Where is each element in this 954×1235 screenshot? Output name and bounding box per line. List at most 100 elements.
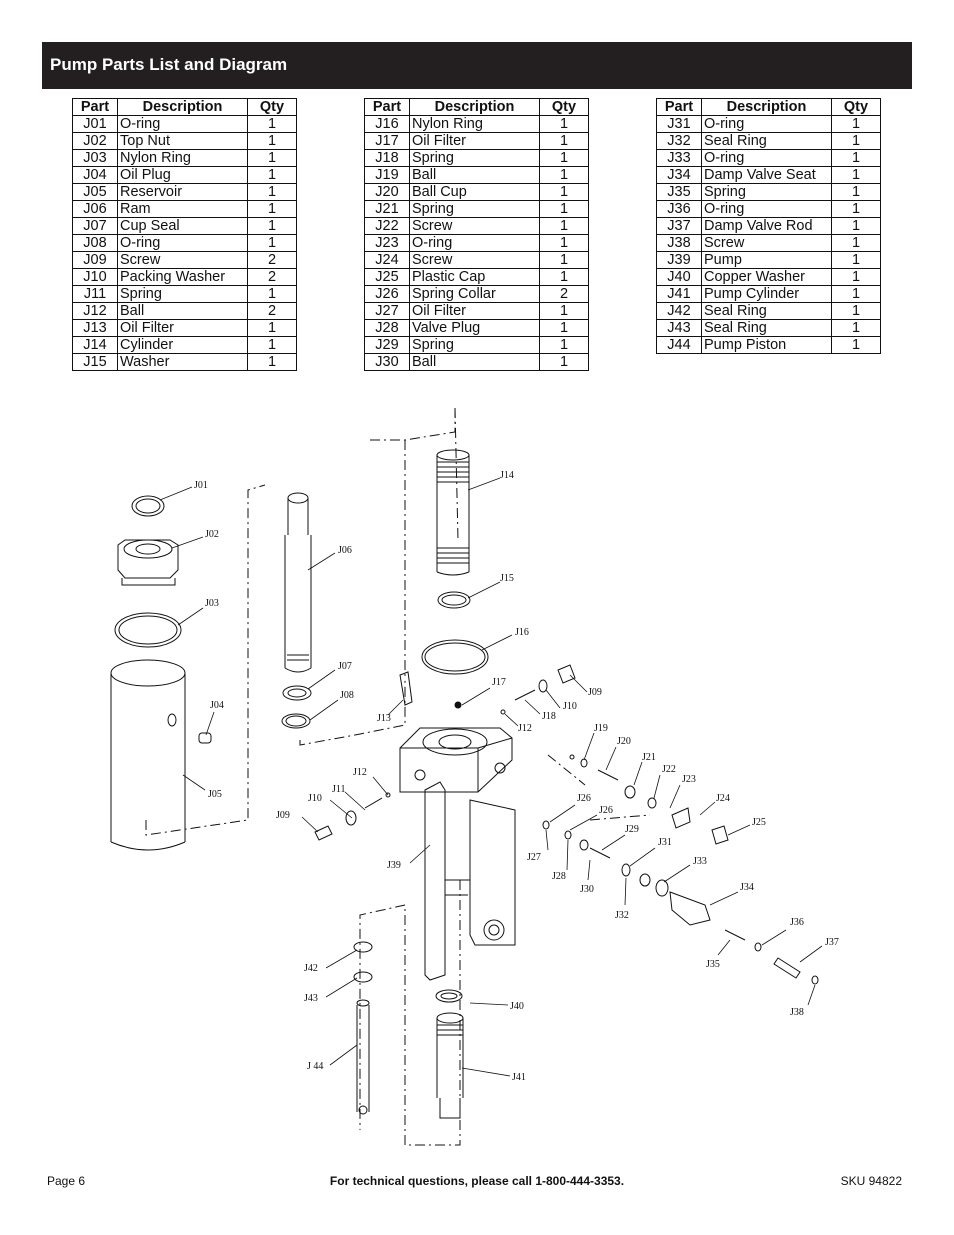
part-description: Seal Ring (701, 132, 832, 150)
part-description: Washer (117, 353, 248, 371)
part-qty: 1 (539, 132, 589, 150)
part-j02-top-nut (117, 539, 179, 586)
section-title: Pump Parts List and Diagram (50, 55, 288, 74)
part-number: J24 (364, 251, 410, 269)
label-j11: J11 (332, 784, 346, 795)
part-description: Oil Filter (409, 302, 540, 320)
part-description: Nylon Ring (409, 115, 540, 133)
part-number: J16 (364, 115, 410, 133)
part-number: J01 (72, 115, 118, 133)
part-number: J32 (656, 132, 702, 150)
part-qty: 2 (247, 268, 297, 286)
column-header-qty: Qty (247, 98, 297, 116)
part-qty: 1 (539, 149, 589, 167)
part-description: Pump (701, 251, 832, 269)
part-number: J22 (364, 217, 410, 235)
part-description: O-ring (117, 115, 248, 133)
part-qty: 1 (831, 166, 881, 184)
part-description: Screw (117, 251, 248, 269)
part-description: Packing Washer (117, 268, 248, 286)
label-j42: J42 (304, 963, 318, 974)
label-j09-right: J09 (588, 687, 602, 698)
part-qty: 1 (539, 115, 589, 133)
part-description: Ball (409, 353, 540, 371)
label-j06: J06 (338, 545, 352, 556)
label-j40: J40 (510, 1001, 524, 1012)
label-j28: J28 (552, 871, 566, 882)
column-header-description: Description (117, 98, 248, 116)
part-number: J12 (72, 302, 118, 320)
part-description: Plastic Cap (409, 268, 540, 286)
part-qty: 1 (539, 234, 589, 252)
part-number: J03 (72, 149, 118, 167)
label-j33: J33 (693, 856, 707, 867)
part-qty: 2 (247, 251, 297, 269)
part-qty: 1 (247, 166, 297, 184)
part-number: J11 (72, 285, 118, 303)
part-qty: 1 (247, 285, 297, 303)
part-j04-oil-plug (198, 732, 212, 744)
label-j03: J03 (205, 598, 219, 609)
right-valve-parts (542, 754, 819, 985)
part-number: J42 (656, 302, 702, 320)
part-qty: 1 (831, 285, 881, 303)
part-j39-pump-lever (424, 781, 516, 981)
label-j43: J43 (304, 993, 318, 1004)
part-description: Pump Piston (701, 336, 832, 354)
part-number: J41 (656, 285, 702, 303)
part-description: Copper Washer (701, 268, 832, 286)
part-number: J44 (656, 336, 702, 354)
part-qty: 1 (831, 115, 881, 133)
part-number: J28 (364, 319, 410, 337)
part-description: Oil Filter (117, 319, 248, 337)
diagram-labels: J01 J02 J03 J04 J05 J06 J07 J08 J09 J10 … (194, 470, 839, 1083)
page-number: Page 6 (47, 1174, 86, 1188)
part-number: J36 (656, 200, 702, 218)
part-number: J39 (656, 251, 702, 269)
part-j08-oring (281, 713, 311, 729)
part-qty: 1 (247, 336, 297, 354)
part-number: J43 (656, 319, 702, 337)
part-j44-pump-piston (356, 999, 370, 1115)
part-j40-copper-washer (435, 989, 463, 1003)
label-j02: J02 (205, 529, 219, 540)
pump-body (399, 701, 513, 793)
label-j10-right: J10 (563, 701, 577, 712)
label-j26-b: J26 (599, 805, 613, 816)
support-contact: For technical questions, please call 1-8… (329, 1174, 625, 1188)
label-j08: J08 (340, 690, 354, 701)
part-number: J26 (364, 285, 410, 303)
column-header-description: Description (701, 98, 832, 116)
part-qty: 1 (831, 268, 881, 286)
part-j13-oil-filter (399, 671, 413, 706)
part-description: Cylinder (117, 336, 248, 354)
part-j05-reservoir (110, 659, 186, 851)
part-description: Ball (409, 166, 540, 184)
part-qty: 1 (831, 251, 881, 269)
label-j22: J22 (662, 764, 676, 775)
column-header-qty: Qty (831, 98, 881, 116)
column-header-qty: Qty (539, 98, 589, 116)
label-j17: J17 (492, 677, 506, 688)
part-description: Spring (701, 183, 832, 201)
part-description: Spring (409, 149, 540, 167)
part-description: O-ring (701, 200, 832, 218)
part-description: Spring (409, 200, 540, 218)
label-j09-left: J09 (276, 810, 290, 821)
leader-lines (159, 477, 823, 1077)
